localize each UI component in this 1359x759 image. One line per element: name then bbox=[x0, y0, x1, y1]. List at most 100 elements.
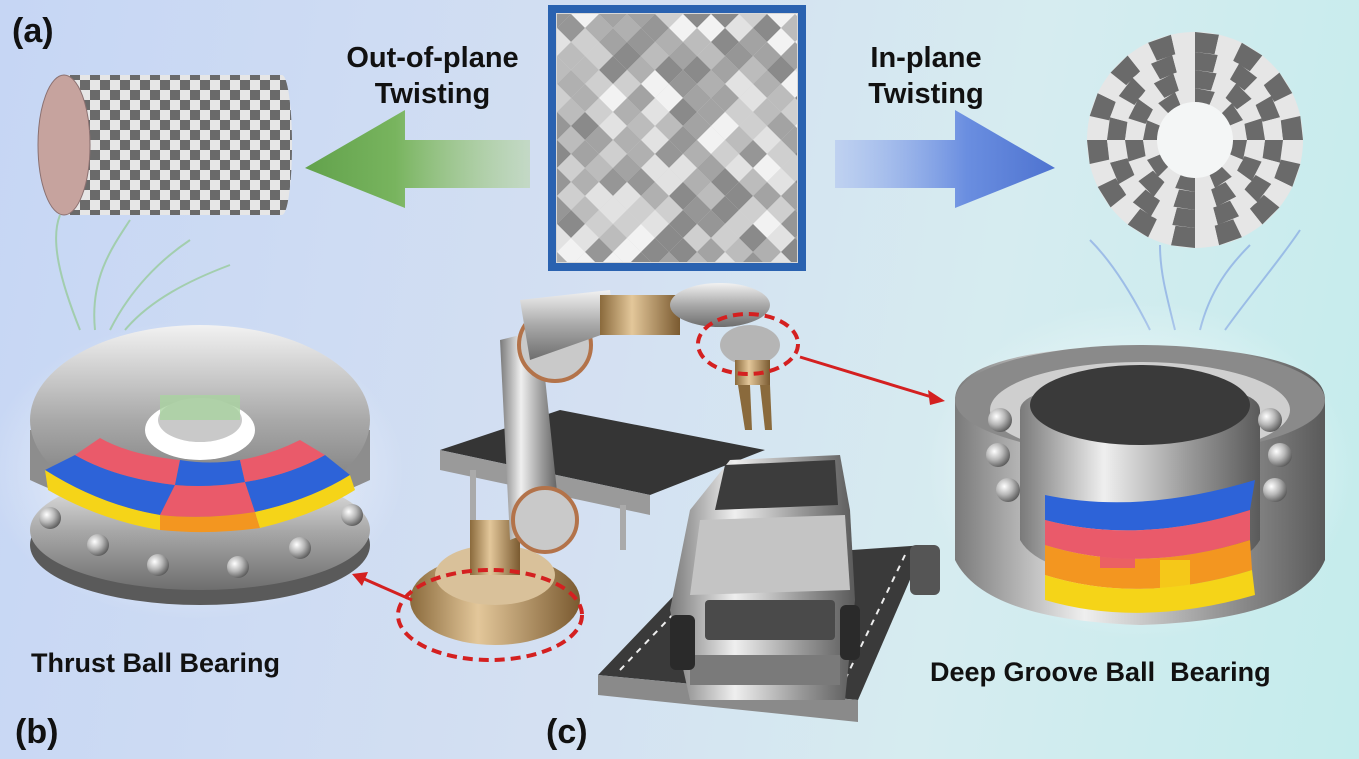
texture-tile bbox=[851, 112, 879, 140]
ring-segment bbox=[1175, 175, 1195, 192]
texture-tile bbox=[851, 196, 879, 224]
ring-segment bbox=[1195, 175, 1215, 192]
texture-tile bbox=[771, 252, 791, 262]
ring-segment bbox=[1263, 178, 1293, 208]
texture-tile bbox=[907, 252, 935, 280]
texture-tile bbox=[851, 280, 879, 308]
ring-segment bbox=[1170, 225, 1195, 248]
texture-tile bbox=[1047, 140, 1075, 168]
out-of-plane-line1: Out-of-plane bbox=[346, 42, 519, 74]
texture-tile bbox=[557, 224, 571, 252]
texture-tile bbox=[767, 280, 795, 308]
green-field-lines bbox=[55, 214, 231, 331]
texture-tile bbox=[1089, 210, 1117, 238]
out-of-plane-label: Out-of-plane Twisting bbox=[320, 40, 545, 112]
texture-tile bbox=[655, 14, 683, 28]
texture-tile bbox=[515, 252, 543, 280]
out-of-plane-line2: Twisting bbox=[374, 78, 491, 110]
texture-tile bbox=[795, 208, 797, 212]
ring-segment bbox=[1172, 52, 1195, 73]
texture-tile bbox=[501, 14, 529, 42]
texture-tile bbox=[977, 238, 1005, 266]
texture-tile bbox=[809, 14, 837, 42]
texture-tile bbox=[963, 224, 991, 252]
texture-tile bbox=[487, 0, 515, 28]
base-highlight bbox=[396, 568, 584, 662]
texture-tile bbox=[627, 14, 655, 28]
texture-tile bbox=[585, 238, 613, 262]
texture-tile bbox=[1019, 224, 1047, 252]
texture-tile bbox=[879, 0, 907, 28]
panel-label-a: (a) bbox=[12, 12, 54, 50]
texture-tile bbox=[907, 280, 935, 308]
texture-tile bbox=[851, 224, 879, 252]
texture-tile bbox=[823, 280, 851, 308]
texture-tile bbox=[1033, 42, 1061, 70]
texture-tile bbox=[1089, 14, 1117, 42]
texture-tile bbox=[1061, 42, 1089, 70]
pointer-arrow-to-thrust bbox=[352, 572, 413, 602]
texture-tile bbox=[1047, 56, 1075, 84]
texture-tile bbox=[557, 84, 571, 112]
ring-segment bbox=[1153, 73, 1179, 98]
texture-tile bbox=[837, 14, 865, 42]
texture-tile bbox=[865, 210, 893, 238]
texture-tile bbox=[1033, 70, 1061, 98]
in-plane-label: In-plane Twisting bbox=[826, 40, 1026, 112]
ring-segment bbox=[1274, 93, 1301, 121]
in-plane-line1: In-plane bbox=[870, 42, 982, 74]
texture-tile bbox=[1075, 252, 1103, 280]
texture-tile bbox=[613, 238, 641, 262]
ring-segment bbox=[1244, 175, 1272, 203]
ring-segment bbox=[1244, 118, 1265, 140]
texture-tile bbox=[935, 252, 963, 280]
texture-tile bbox=[921, 266, 949, 294]
texture-tile bbox=[977, 14, 1005, 42]
ring-segment bbox=[1089, 93, 1116, 121]
ring-segment bbox=[1128, 98, 1153, 124]
texture-tile bbox=[893, 294, 921, 322]
texture-tile bbox=[949, 14, 977, 42]
texture-tile bbox=[1061, 182, 1089, 210]
ring-segment bbox=[1138, 83, 1165, 110]
ring-segment bbox=[1118, 77, 1146, 105]
texture-tile bbox=[809, 238, 837, 266]
texture-tile bbox=[809, 126, 837, 154]
texture-tile bbox=[557, 168, 571, 196]
ring-segment bbox=[1225, 83, 1252, 110]
texture-tile bbox=[893, 266, 921, 294]
texture-tile bbox=[823, 196, 851, 224]
texture-tile bbox=[921, 238, 949, 266]
ring-segment bbox=[1195, 189, 1217, 210]
texture-tile bbox=[907, 224, 935, 252]
ring-segment bbox=[1195, 207, 1218, 228]
ring-segment bbox=[1274, 159, 1301, 187]
texture-tile bbox=[659, 252, 679, 262]
texture-tile bbox=[515, 0, 543, 28]
ring-segment bbox=[1138, 170, 1165, 197]
texture-tile bbox=[781, 14, 797, 42]
texture-tile bbox=[1047, 84, 1075, 112]
texture-tile bbox=[963, 280, 991, 308]
texture-tile bbox=[1145, 0, 1173, 14]
texture-tile bbox=[781, 154, 797, 182]
pointer-arrow-to-deep-groove bbox=[799, 355, 945, 405]
ring-segment bbox=[1175, 88, 1195, 105]
texture-tile bbox=[641, 238, 669, 262]
texture-tile bbox=[1061, 14, 1089, 42]
ring-segment bbox=[1213, 200, 1239, 226]
ring-segment bbox=[1089, 159, 1116, 187]
texture-tile bbox=[1033, 238, 1061, 266]
texture-tile bbox=[515, 112, 543, 140]
texture-tile bbox=[837, 210, 865, 238]
texture-tile bbox=[1061, 266, 1089, 294]
texture-tile bbox=[1047, 280, 1075, 308]
texture-tile bbox=[1047, 112, 1075, 140]
pickup-truck bbox=[670, 455, 860, 700]
texture-tile bbox=[1047, 224, 1075, 252]
ring-segment bbox=[1132, 63, 1160, 91]
texture-tile bbox=[1005, 294, 1033, 322]
texture-tile bbox=[1019, 252, 1047, 280]
texture-tile bbox=[809, 210, 837, 238]
robot-arm bbox=[410, 283, 780, 645]
